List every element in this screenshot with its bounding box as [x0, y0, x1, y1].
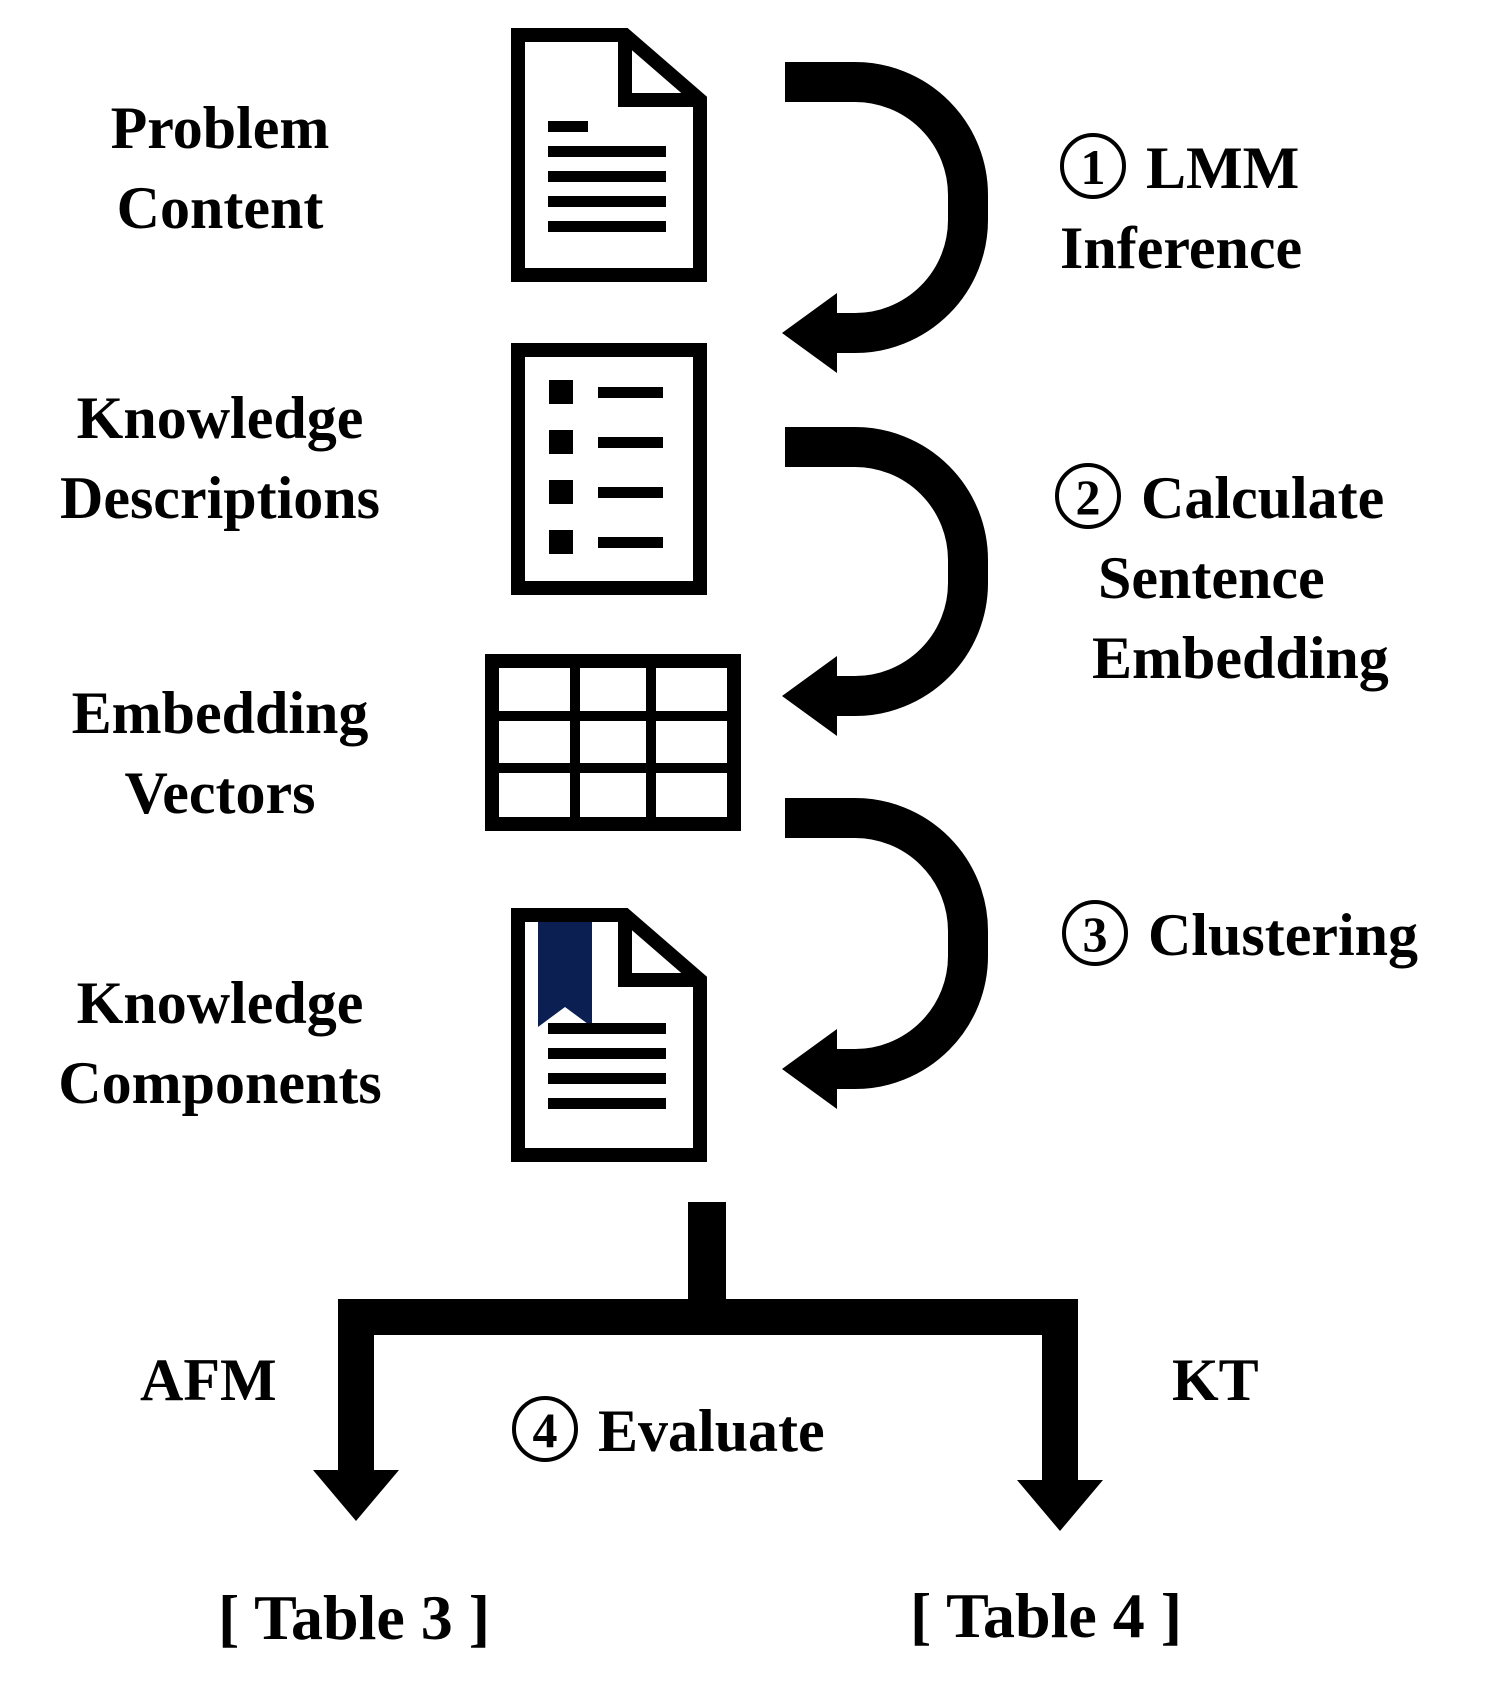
checklist-icon	[511, 343, 707, 595]
stage-label-problem-content: Problem Content	[30, 88, 410, 248]
branch-label-afm: AFM	[140, 1347, 277, 1413]
stage-label-line: Components	[58, 1050, 382, 1116]
step-number-badge: 1	[1060, 133, 1126, 199]
table-4-reference: [ Table 4 ]	[910, 1580, 1183, 1651]
stage-label-line: Descriptions	[60, 465, 380, 531]
curved-arrow-2	[782, 427, 988, 736]
step-text: Inference	[1060, 215, 1303, 281]
step-3-label: 3 Clustering	[1062, 895, 1418, 975]
step-number-badge: 3	[1062, 900, 1128, 966]
stage-label-knowledge-descriptions: Knowledge Descriptions	[30, 378, 410, 538]
step-text: Sentence	[1098, 545, 1325, 611]
stage-label-embedding-vectors: Embedding Vectors	[30, 673, 410, 833]
step-4-label: 4 Evaluate	[512, 1391, 825, 1471]
step-text: Embedding	[1092, 625, 1389, 691]
branch-label-kt: KT	[1172, 1347, 1259, 1413]
table-3-reference: [ Table 3 ]	[218, 1582, 491, 1653]
grid-table-icon	[485, 654, 741, 831]
stage-label-knowledge-components: Knowledge Components	[30, 963, 410, 1123]
stage-label-line: Knowledge	[76, 385, 364, 451]
step-2-label: 2 Calculate Sentence Embedding	[1055, 458, 1389, 698]
step-number-badge: 4	[512, 1396, 578, 1462]
stage-label-line: Vectors	[124, 760, 316, 826]
step-text: LMM	[1146, 135, 1300, 201]
branch-connector	[313, 1202, 1103, 1531]
step-1-label: 1 LMM Inference	[1060, 128, 1302, 288]
document-icon	[511, 28, 707, 282]
stage-label-line: Embedding	[71, 680, 369, 746]
stage-label-line: Knowledge	[76, 970, 364, 1036]
step-number-badge: 2	[1055, 463, 1121, 529]
step-text: Evaluate	[598, 1398, 825, 1464]
curved-arrow-3	[782, 798, 988, 1109]
stage-label-line: Problem	[110, 95, 330, 161]
step-text: Clustering	[1148, 902, 1418, 968]
stage-label-line: Content	[116, 175, 324, 241]
step-text: Calculate	[1141, 465, 1385, 531]
curved-arrow-1	[782, 62, 988, 373]
bookmarked-document-icon	[511, 908, 707, 1162]
